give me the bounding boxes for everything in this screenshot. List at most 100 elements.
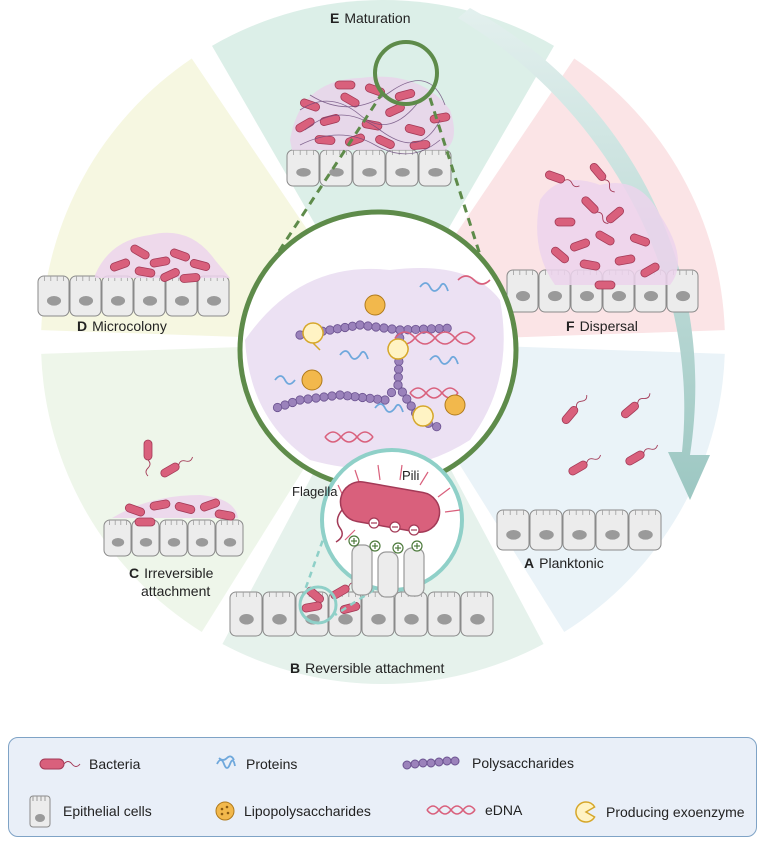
exoenzyme-icon bbox=[575, 801, 596, 823]
epithelial-cell bbox=[286, 149, 320, 187]
reversible-zoom-ring bbox=[298, 585, 338, 625]
polysaccharide-bead bbox=[397, 387, 407, 397]
epithelial-cell bbox=[37, 275, 70, 317]
lipopolysaccharides-icon bbox=[215, 801, 235, 821]
bacterium bbox=[404, 124, 426, 136]
epithelial-cell bbox=[197, 275, 230, 317]
polysaccharide-bead bbox=[371, 322, 381, 332]
bacterium bbox=[621, 393, 651, 419]
legend-item-epithelial: Epithelial cells bbox=[29, 794, 152, 828]
bacterium bbox=[544, 170, 580, 188]
bacterium bbox=[629, 233, 651, 247]
bacterium bbox=[568, 454, 601, 476]
polysaccharide-bead bbox=[332, 324, 343, 334]
bacterium bbox=[149, 256, 171, 268]
polysaccharide-bead bbox=[355, 320, 365, 330]
epithelial-cell bbox=[496, 509, 530, 551]
proteins-icon bbox=[216, 755, 236, 769]
epithelial-cell bbox=[131, 519, 160, 557]
bacteria-icon bbox=[39, 758, 81, 770]
epithelial-cell bbox=[103, 519, 132, 557]
epithelial-cell bbox=[427, 591, 461, 637]
legend-label-edna: eDNA bbox=[485, 802, 523, 818]
bacterium bbox=[109, 258, 131, 272]
edna-icon bbox=[426, 805, 476, 815]
polysaccharide-bead bbox=[402, 394, 412, 404]
legend-box: Bacteria Proteins Polysaccharides Epithe… bbox=[8, 737, 757, 837]
polysaccharide-bead bbox=[365, 393, 375, 403]
bacterium bbox=[169, 248, 191, 262]
zoom-lines bbox=[266, 91, 490, 281]
bacterium bbox=[199, 498, 221, 512]
epithelial-cell bbox=[319, 149, 353, 187]
bacterium bbox=[334, 80, 356, 90]
bacterium bbox=[581, 196, 609, 224]
polysaccharide-bead bbox=[357, 392, 368, 403]
polysaccharide-bead bbox=[325, 325, 335, 335]
label-irreversible-line2: attachment bbox=[141, 583, 210, 599]
polysaccharide-bead bbox=[426, 324, 437, 334]
epithelial-cell-icon bbox=[29, 795, 51, 828]
legend-item-lps: Lipopolysaccharides bbox=[214, 800, 371, 822]
polysaccharide-bead bbox=[406, 401, 416, 411]
bacterium bbox=[569, 238, 591, 252]
bacterium bbox=[149, 499, 171, 511]
lps-spheres bbox=[301, 294, 466, 416]
epithelial-cell bbox=[69, 275, 102, 317]
polysaccharide-bead bbox=[327, 391, 337, 401]
legend-label-epithelial: Epithelial cells bbox=[63, 803, 152, 819]
legend-label-exoenzyme: Producing exoenzyme bbox=[606, 804, 745, 820]
label-flagella: Flagella bbox=[292, 484, 338, 499]
legend-item-edna: eDNA bbox=[425, 802, 522, 818]
polysaccharide-bead bbox=[380, 395, 390, 405]
bacterium bbox=[340, 92, 360, 108]
edna-strands bbox=[324, 275, 491, 443]
bacterium bbox=[554, 217, 576, 227]
polysaccharide-bead bbox=[335, 390, 345, 400]
epithelial-cell bbox=[262, 591, 296, 637]
epithelial-cell bbox=[460, 591, 494, 637]
bacterium bbox=[174, 502, 196, 514]
epithelial-cell bbox=[159, 519, 188, 557]
epithelial-cell bbox=[628, 509, 662, 551]
epithelial-cell-rows bbox=[37, 149, 699, 637]
polysaccharide-bead bbox=[342, 391, 353, 401]
polysaccharide-bead bbox=[350, 392, 360, 402]
polysaccharide-bead bbox=[411, 324, 421, 335]
legend-item-exoenzyme: Producing exoenzyme bbox=[574, 800, 745, 824]
bacterium bbox=[306, 586, 324, 604]
legend-label-bacteria: Bacteria bbox=[89, 756, 141, 772]
bacterium bbox=[130, 244, 150, 260]
bacterium bbox=[160, 268, 180, 282]
legend-item-proteins: Proteins bbox=[214, 752, 297, 776]
dispersal-matrix bbox=[537, 180, 678, 285]
epithelial-cell bbox=[506, 269, 539, 313]
bacterium bbox=[124, 503, 146, 517]
polysaccharide-bead bbox=[340, 322, 350, 333]
polysaccharide-bead bbox=[387, 324, 397, 334]
polysaccharide-bead bbox=[393, 380, 403, 390]
epithelial-cell bbox=[595, 509, 629, 551]
legend-item-bacteria: Bacteria bbox=[39, 756, 140, 772]
polysaccharide-bead bbox=[393, 364, 404, 374]
bacterium bbox=[189, 259, 211, 271]
bacterium bbox=[625, 444, 658, 466]
protein-squiggles bbox=[274, 282, 459, 413]
bacterium bbox=[143, 439, 153, 477]
bacterium bbox=[214, 509, 236, 521]
bacterium bbox=[339, 602, 361, 614]
legend-label-proteins: Proteins bbox=[246, 756, 298, 772]
polysaccharides-icon bbox=[402, 756, 460, 770]
maturation-zoom-ring bbox=[373, 40, 439, 106]
epithelial-cell bbox=[394, 591, 428, 637]
bacterium bbox=[319, 114, 341, 126]
epithelial-cell bbox=[187, 519, 216, 557]
epithelial-cell bbox=[562, 509, 596, 551]
epithelial-cell bbox=[352, 149, 386, 187]
epithelial-cell bbox=[666, 269, 699, 313]
polysaccharide-bead bbox=[432, 422, 442, 432]
